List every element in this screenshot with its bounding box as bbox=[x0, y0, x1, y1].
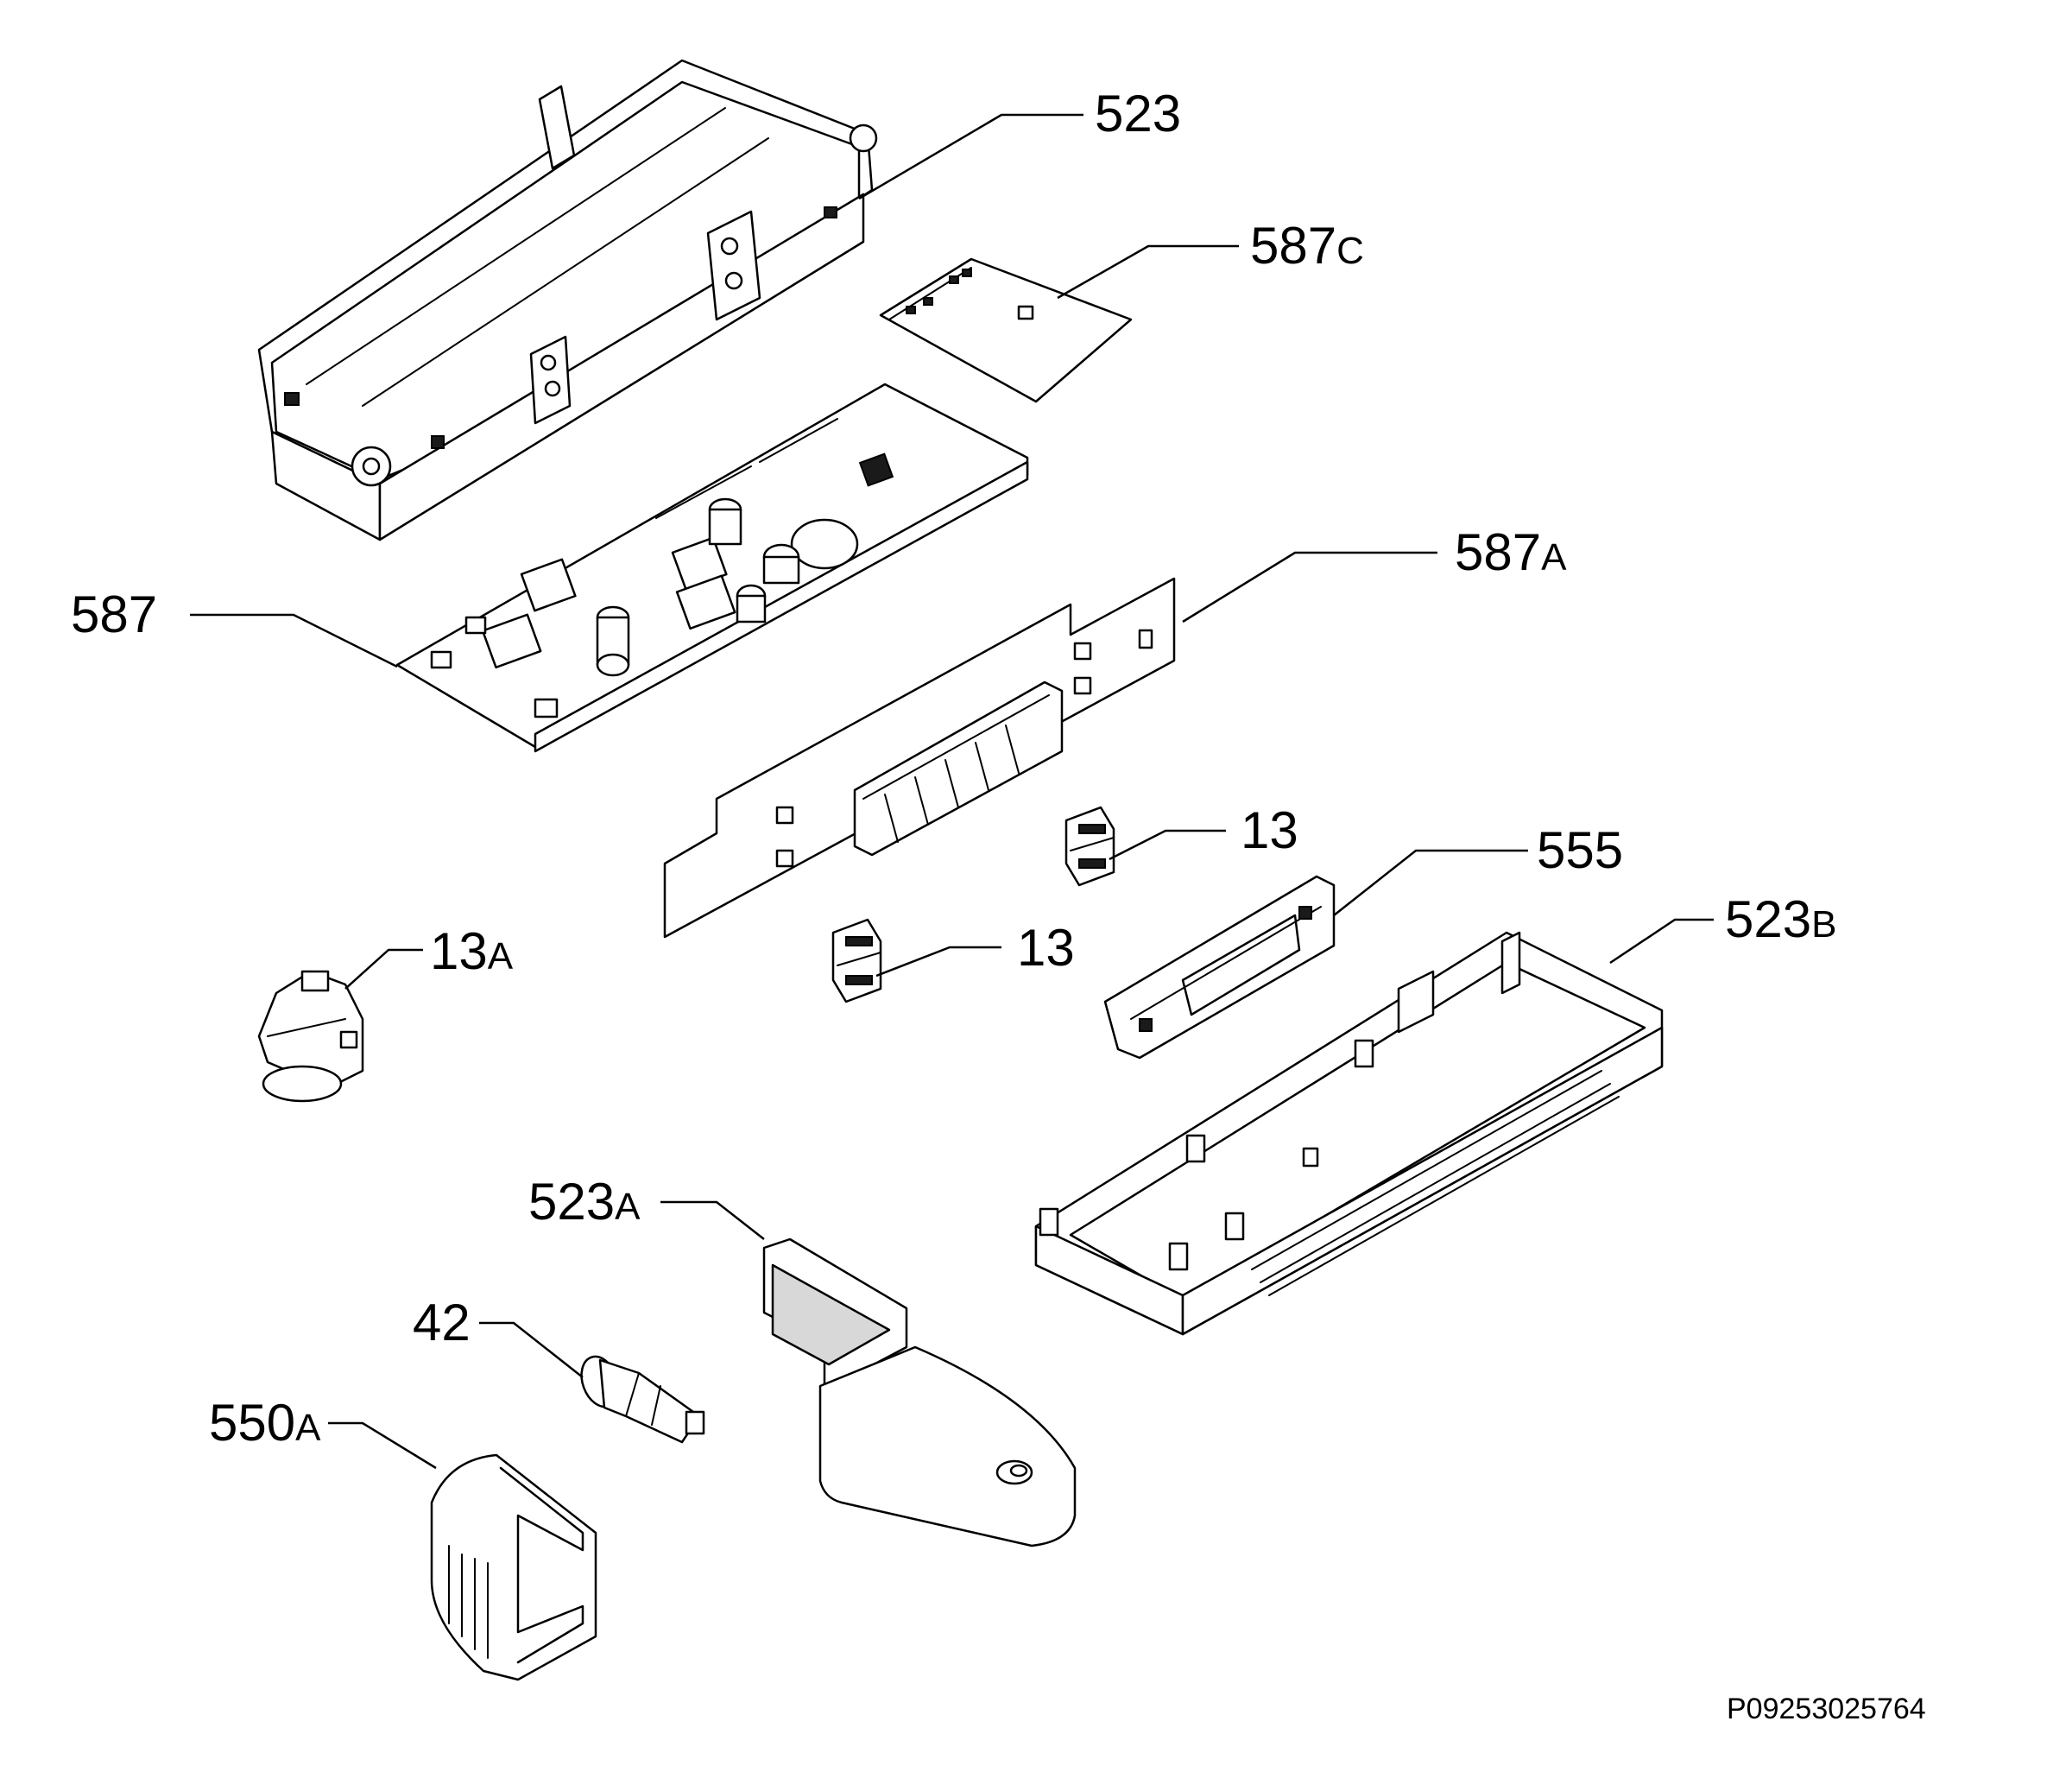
part-13a-knob[interactable] bbox=[257, 970, 364, 1103]
callout-13-upper: 13 bbox=[1241, 801, 1298, 859]
part-587a-display-pcb[interactable] bbox=[663, 577, 1176, 939]
callout-587: 587 bbox=[71, 585, 157, 643]
callout-587c: 587C bbox=[1250, 217, 1364, 275]
part-587-main-pcb[interactable] bbox=[395, 383, 1029, 753]
part-13-upper-connector[interactable] bbox=[1064, 806, 1115, 887]
leader-lines bbox=[190, 113, 1714, 1470]
part-523b-housing-base[interactable] bbox=[1034, 931, 1664, 1336]
drawing-code: P09253025764 bbox=[1727, 1693, 1926, 1725]
part-42-lamp-socket[interactable] bbox=[575, 1351, 705, 1444]
callout-523: 523 bbox=[1095, 85, 1181, 142]
part-550a-cover[interactable] bbox=[430, 1453, 597, 1681]
part-13-lower-connector[interactable] bbox=[831, 918, 882, 1003]
part-587c-small-pcb[interactable] bbox=[879, 257, 1133, 403]
callout-13-lower: 13 bbox=[1017, 919, 1075, 977]
callout-523a: 523A bbox=[528, 1173, 641, 1231]
callout-555: 555 bbox=[1537, 821, 1623, 879]
part-523-control-housing[interactable] bbox=[257, 59, 878, 541]
callout-550a: 550A bbox=[209, 1394, 321, 1452]
callout-523b: 523B bbox=[1725, 890, 1836, 948]
part-555-bracket[interactable] bbox=[1103, 875, 1336, 1060]
callout-13a: 13A bbox=[430, 922, 514, 980]
callout-42: 42 bbox=[413, 1294, 471, 1351]
callout-587a: 587A bbox=[1455, 523, 1567, 581]
part-523a-end-cap[interactable] bbox=[762, 1237, 1077, 1547]
